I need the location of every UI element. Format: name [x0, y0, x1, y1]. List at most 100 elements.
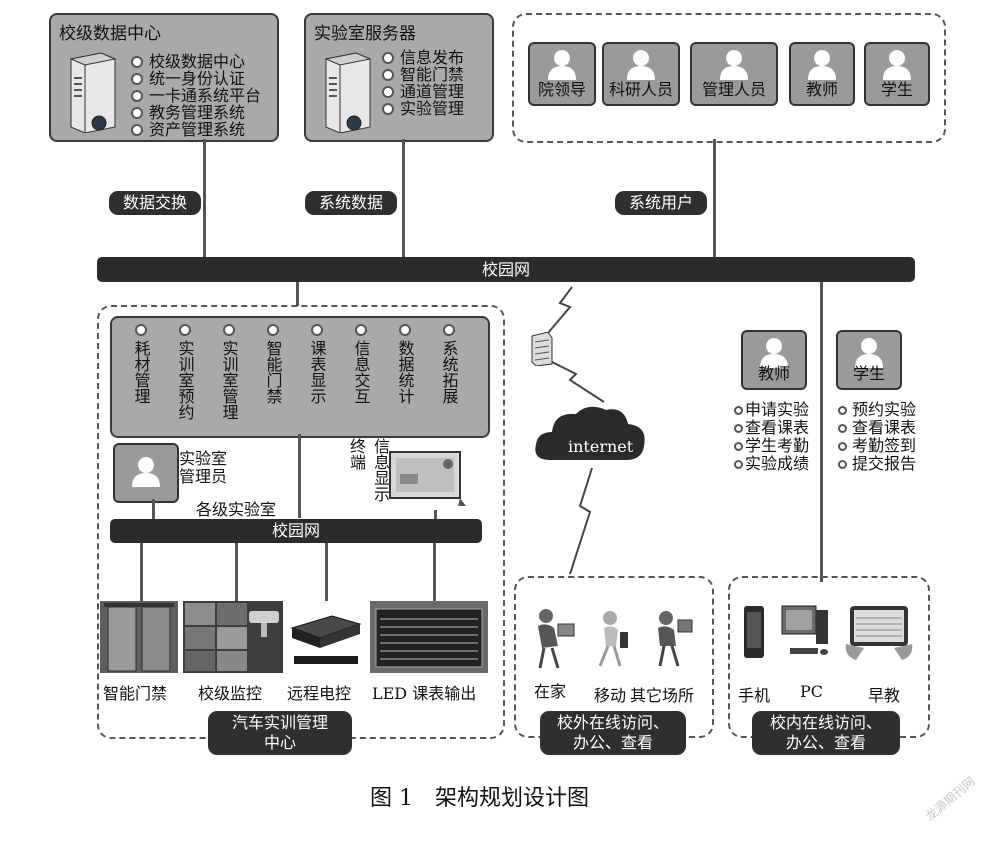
- school-data-center-title: 校级数据中心: [59, 24, 161, 44]
- connector-line: [298, 434, 301, 518]
- connector-line: [235, 543, 238, 601]
- list-item: 智能门禁: [382, 66, 464, 83]
- module-schedule-display: 课表显示: [306, 324, 328, 407]
- module-statistics: 数据统计: [394, 324, 416, 407]
- system-users-label: 系统用户: [615, 191, 707, 215]
- pc-icon: [781, 605, 828, 655]
- student-icon: 学生: [836, 330, 902, 390]
- list-item: 教务管理系统: [131, 104, 261, 121]
- connector-line: [820, 282, 823, 582]
- person-at-desk-icon: [538, 609, 575, 669]
- person-icon: [720, 50, 748, 80]
- cloud-icon: [535, 406, 645, 460]
- connector-line: [713, 139, 716, 257]
- person-icon: [760, 338, 788, 368]
- person-workstation-icon: [658, 611, 693, 667]
- terminal-label: 终端: [347, 438, 366, 470]
- list-item: 申请实验: [734, 401, 809, 419]
- connector-line: [433, 543, 436, 601]
- connector-line: [434, 510, 437, 519]
- users-group: [512, 13, 946, 143]
- info-display-label: 信息显示: [371, 438, 390, 502]
- list-item: 校级数据中心: [131, 53, 261, 70]
- list-item: 资产管理系统: [131, 121, 261, 138]
- teacher-functions: 申请实验 查看课表 学生考勤 实验成绩: [734, 401, 809, 473]
- connector-line: [140, 543, 143, 601]
- place-mobile: 移动: [594, 686, 627, 705]
- display-terminal-icon: [389, 451, 466, 506]
- watermark: 龙源期刊网: [922, 774, 978, 824]
- list-item: 查看课表: [838, 419, 916, 437]
- person-icon: [132, 457, 160, 487]
- labs-all-label: 各级实验室: [196, 500, 277, 519]
- student-functions: 预约实验 查看课表 考勤签到 提交报告: [838, 401, 916, 473]
- list-item: 查看课表: [734, 419, 809, 437]
- device-label-led: LED 课表输出: [372, 684, 477, 703]
- connector-line: [402, 139, 405, 257]
- connector-line: [296, 282, 299, 306]
- led-schedule-screen-image: [370, 601, 488, 673]
- list-item: 一卡通系统平台: [131, 87, 261, 104]
- list-item: 信息发布: [382, 49, 464, 66]
- list-item: 实验管理: [382, 100, 464, 117]
- lightning-link-icon: [551, 361, 605, 403]
- module-access-control: 智能门禁: [262, 324, 284, 407]
- user-teacher: 教师: [789, 42, 855, 106]
- remote-control-box-image: [290, 615, 362, 664]
- surveillance-image: [183, 601, 283, 673]
- module-extension: 系统拓展: [438, 324, 460, 407]
- phone-icon: [744, 606, 764, 658]
- training-center-label: 汽车实训管理中心: [208, 711, 352, 755]
- modules-box: 耗材管理 实训室预约 实训室管理 智能门禁 课表显示 信息交互 数据统计 系统拓…: [110, 316, 490, 438]
- list-item: 考勤签到: [838, 437, 916, 455]
- connector-line: [325, 543, 328, 601]
- figure-caption: 图 1 架构规划设计图: [370, 786, 589, 811]
- user-researcher: 科研人员: [602, 42, 680, 106]
- user-leader: 院领导: [528, 42, 596, 106]
- offsite-access-label: 校外在线访问、办公、查看: [540, 711, 686, 755]
- person-icon: [855, 338, 883, 368]
- module-info-exchange: 信息交互: [350, 324, 372, 407]
- internet-label: internet: [568, 437, 634, 456]
- place-home: 在家: [534, 682, 567, 701]
- device-label-monitor: 校级监控: [198, 684, 263, 703]
- device-label-access: 智能门禁: [103, 684, 168, 703]
- device-phone-label: 手机: [738, 686, 771, 705]
- lightning-link-icon: [569, 467, 593, 575]
- list-item: 通道管理: [382, 83, 464, 100]
- campus-network-bar: 校园网: [97, 257, 915, 282]
- lab-admin-icon: [113, 443, 179, 503]
- list-item: 学生考勤: [734, 437, 809, 455]
- module-reservation: 实训室预约: [174, 324, 196, 423]
- lab-admin-label: 实验室管理员: [179, 449, 228, 486]
- data-exchange-label: 数据交换: [109, 191, 201, 215]
- person-walking-icon: [598, 611, 628, 667]
- lab-server-box: 实验室服务器 信息发布 智能门禁 通道管理 实验管理: [304, 13, 494, 142]
- list-item: 提交报告: [838, 455, 916, 473]
- module-consumables: 耗材管理: [130, 324, 152, 407]
- connector-line: [152, 499, 155, 519]
- person-icon: [883, 50, 911, 80]
- place-other: 其它场所: [630, 686, 695, 705]
- system-data-label: 系统数据: [305, 191, 397, 215]
- lightning-link-icon: [547, 286, 573, 334]
- connector-line: [203, 139, 206, 257]
- user-manager: 管理人员: [690, 42, 778, 106]
- list-item: 统一身份认证: [131, 70, 261, 87]
- server-icon: [69, 52, 117, 133]
- person-icon: [548, 50, 576, 80]
- person-icon: [808, 50, 836, 80]
- teacher-icon: 教师: [741, 330, 807, 390]
- device-tablet-label: 早教: [868, 686, 901, 705]
- inner-campus-network-bar: 校园网: [110, 519, 482, 543]
- lab-server-title: 实验室服务器: [314, 24, 416, 44]
- firewall-icon: [531, 332, 553, 366]
- list-item: 预约实验: [838, 401, 916, 419]
- list-item: 实验成绩: [734, 455, 809, 473]
- onsite-access-label: 校内在线访问、办公、查看: [752, 711, 900, 755]
- person-icon: [627, 50, 655, 80]
- school-data-center-box: 校级数据中心 校级数据中心 统一身份认证 一卡通系统平台 教务管理系统 资产管理…: [49, 13, 279, 142]
- access-door-image: [100, 601, 178, 673]
- tablet-icon: [845, 606, 913, 660]
- server-icon: [324, 52, 372, 133]
